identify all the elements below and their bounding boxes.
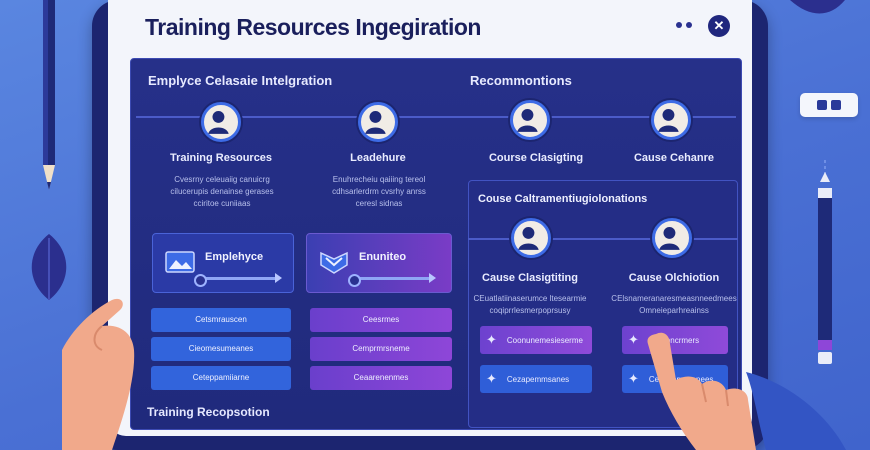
avatar-node-leadership[interactable] bbox=[358, 102, 398, 142]
pencil-decoration bbox=[43, 0, 55, 190]
close-button[interactable]: ✕ bbox=[708, 15, 730, 37]
node-label-training: Training Resources bbox=[169, 152, 273, 164]
image-icon bbox=[165, 251, 195, 273]
rec-button-3-label: Cezapemmsanes bbox=[506, 374, 570, 384]
shield-icon bbox=[320, 251, 348, 274]
sparkle-icon: ✦ bbox=[628, 332, 639, 347]
avatar-node-course-classifying[interactable] bbox=[510, 100, 550, 140]
rec-node-label-1: Cause Clasigtiting bbox=[482, 272, 578, 284]
timeline-divider bbox=[136, 116, 736, 118]
node-label-leadership: Leadehure bbox=[350, 152, 406, 164]
recommendation-heading: Couse Caltramentiugiolonations bbox=[478, 193, 648, 205]
rec-button-2[interactable]: ✦ Cemoncrmers bbox=[622, 326, 728, 354]
leaf-decoration bbox=[31, 234, 67, 300]
person-icon bbox=[208, 110, 229, 134]
recommendation-divider bbox=[468, 238, 738, 240]
right-hand-pointer-illustration bbox=[647, 332, 846, 450]
node-sub-training-1: Cvesrny celeuaiig canuicrg bbox=[174, 175, 270, 184]
person-icon bbox=[518, 226, 539, 250]
employee-card-title: Emplehyce bbox=[205, 251, 264, 263]
avatar-node-rec-1[interactable] bbox=[511, 218, 551, 258]
rec-button-1[interactable]: ✦ Coonunemesieserme bbox=[480, 326, 592, 354]
node-label-course-change: Cause Cehanre bbox=[633, 152, 715, 164]
rec-node-label-2: Cause Olchiotion bbox=[628, 272, 720, 284]
person-icon bbox=[658, 108, 679, 132]
person-icon bbox=[659, 226, 680, 250]
right-action-button-3[interactable]: Ceaarenenmes bbox=[310, 366, 452, 390]
node-sub-leadership-2: cdhsarlerdrm cvsrhy anrss bbox=[332, 187, 426, 196]
enuniteo-card-title: Enuniteo bbox=[359, 251, 407, 263]
avatar-node-training[interactable] bbox=[201, 102, 241, 142]
left-action-button-1[interactable]: Cetsmrauscen bbox=[151, 308, 291, 332]
app-title: Training Resources Ingegiration bbox=[145, 14, 481, 40]
panel-heading-recommendations: Recommontions bbox=[470, 73, 572, 88]
enuniteo-card[interactable]: Enuniteo bbox=[306, 233, 452, 293]
node-sub-leadership-1: Enuhrecheiu qaiiing tereol bbox=[332, 175, 426, 184]
person-icon bbox=[517, 108, 538, 132]
node-sub-leadership-3: ceresl sidnas bbox=[355, 199, 403, 208]
avatar-node-course-change[interactable] bbox=[651, 100, 691, 140]
right-action-button-2[interactable]: Cemprmrsneme bbox=[310, 337, 452, 361]
footer-label: Training Recopsotion bbox=[147, 405, 270, 419]
avatar-node-rec-2[interactable] bbox=[652, 218, 692, 258]
pen-decoration bbox=[818, 160, 832, 364]
enuniteo-card-slider[interactable] bbox=[348, 273, 436, 287]
rec-button-2-label: Cemoncrmers bbox=[648, 335, 700, 345]
leaf-decoration-right bbox=[790, 0, 845, 14]
left-hand-illustration bbox=[62, 298, 135, 450]
person-icon bbox=[365, 110, 386, 134]
more-options-icon[interactable] bbox=[676, 22, 692, 28]
rec-node-sub-2b: Omneieparhreainss bbox=[639, 306, 709, 315]
rec-button-1-label: Coonunemesieserme bbox=[506, 335, 583, 345]
node-sub-training-2: cilucerupis denainse gerases bbox=[170, 187, 274, 196]
rec-node-sub-1b: coqiprrlesmerpoprsusy bbox=[489, 306, 571, 315]
sparkle-icon: ✦ bbox=[486, 332, 497, 347]
sparkle-icon: ✦ bbox=[628, 371, 639, 386]
rec-button-3[interactable]: ✦ Cezapemmsanes bbox=[480, 365, 592, 393]
sparkle-icon: ✦ bbox=[486, 371, 497, 386]
node-label-course-classifying: Course Clasigting bbox=[488, 152, 584, 164]
right-action-button-1[interactable]: Ceesrmes bbox=[310, 308, 452, 332]
toggle-dot-left bbox=[817, 100, 827, 110]
employee-card[interactable]: Emplehyce bbox=[152, 233, 294, 293]
node-sub-training-3: cciritoe cuniiaas bbox=[193, 199, 251, 208]
left-action-button-2[interactable]: Cieomesumeanes bbox=[151, 337, 291, 361]
toggle-dot-right bbox=[831, 100, 841, 110]
panel-heading-integration: Emplyce Celasaie Intelgration bbox=[148, 73, 333, 88]
toggle-chip[interactable] bbox=[800, 93, 858, 117]
rec-node-sub-2a: CElsnameranaresmeasnneedmees bbox=[611, 294, 737, 303]
employee-card-slider[interactable] bbox=[194, 273, 282, 287]
left-action-button-3[interactable]: Ceteppamiiarne bbox=[151, 366, 291, 390]
rec-node-sub-1a: CEuatlatiinaserumce ltesearmie bbox=[473, 294, 587, 303]
